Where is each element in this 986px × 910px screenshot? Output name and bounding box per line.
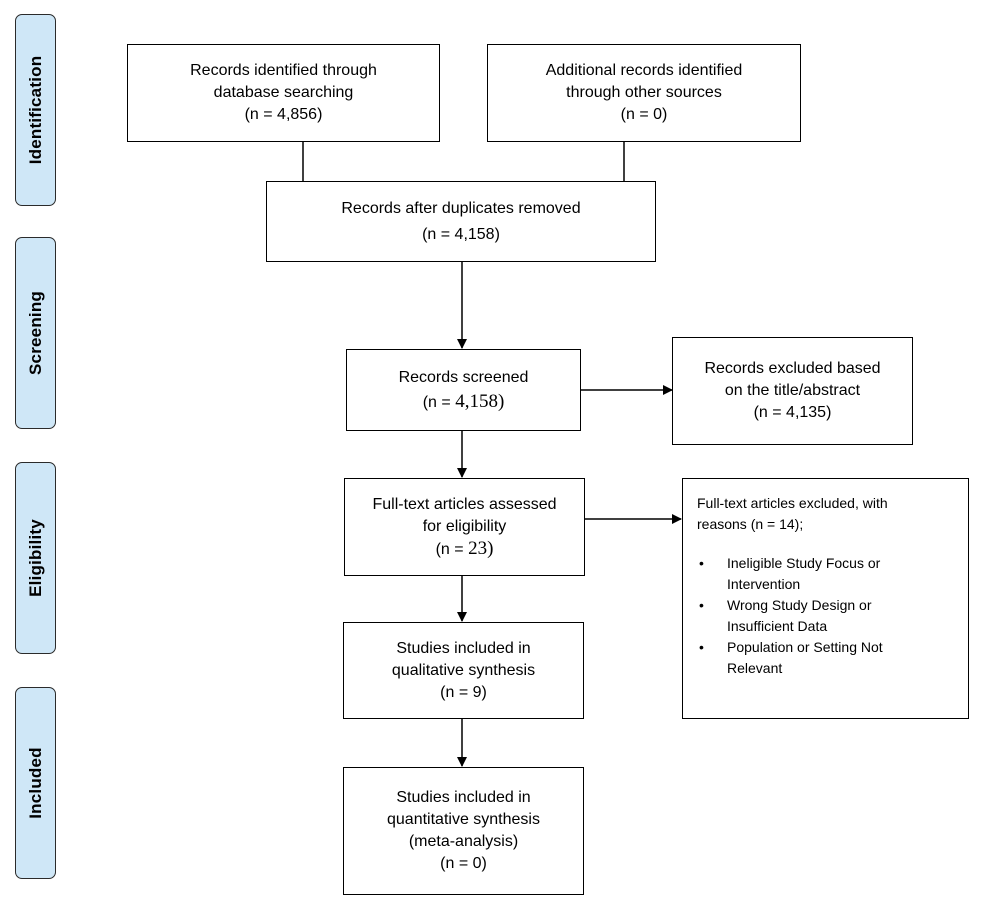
box-text: qualitative synthesis: [391, 661, 536, 679]
box-text: quantitative synthesis: [387, 811, 540, 828]
exclusion-reasons-list: • Ineligible Study Focus or Intervention…: [697, 553, 883, 679]
bullet: •: [699, 639, 704, 655]
box-text: Records excluded based: [704, 360, 881, 377]
box-fulltext-excluded: Full-text articles excluded, with reason…: [682, 478, 969, 719]
box-text: Records after duplicates removed: [341, 199, 581, 217]
box-count: (n = 4,158): [422, 225, 500, 243]
box-count: (n = 4,135): [753, 404, 832, 421]
list-item: • Wrong Study Design or Insufficient Dat…: [699, 595, 883, 637]
box-other-sources: Additional records identified through ot…: [487, 44, 801, 142]
box-count: (n = 23): [436, 538, 494, 561]
box-text: Studies included in: [396, 789, 531, 806]
box-qualitative-synthesis: Studies included in qualitative synthesi…: [343, 622, 584, 719]
box-text: Full-text articles assessed: [372, 495, 557, 513]
count-value: 23): [468, 537, 494, 559]
box-text: Additional records identified: [545, 62, 743, 79]
box-count: (n = 4,856): [244, 106, 323, 123]
reason-text: Intervention: [727, 576, 801, 592]
box-count: (n = 4,158): [423, 391, 505, 414]
bullet: •: [699, 597, 704, 613]
box-fulltext-assessed: Full-text articles assessed for eligibil…: [344, 478, 585, 576]
box-text: Records identified through: [190, 62, 377, 79]
list-item: • Population or Setting Not Relevant: [699, 637, 883, 679]
box-text: Full-text articles excluded, with: [697, 495, 888, 511]
box-quantitative-synthesis: Studies included in quantitative synthes…: [343, 767, 584, 895]
box-records-screened: Records screened (n = 4,158): [346, 349, 581, 431]
reason-text: Relevant: [727, 660, 783, 676]
reason-text: Ineligible Study Focus or: [727, 555, 881, 571]
box-text: database searching: [213, 84, 354, 101]
list-item: • Ineligible Study Focus or Intervention: [699, 553, 883, 595]
box-text: Records screened: [398, 368, 529, 386]
bullet: •: [699, 555, 704, 571]
stage-eligibility: Eligibility: [15, 462, 56, 654]
box-text: for eligibility: [422, 517, 507, 535]
box-text: on the title/abstract: [724, 382, 861, 399]
count-value: 4,158): [455, 390, 505, 412]
stage-screening: Screening: [15, 237, 56, 429]
box-count: (n = 0): [440, 855, 487, 872]
reason-text: Wrong Study Design or: [727, 597, 872, 613]
box-text: reasons (n = 14);: [697, 516, 804, 532]
reason-text: Insufficient Data: [727, 618, 828, 634]
box-duplicates-removed: Records after duplicates removed (n = 4,…: [266, 181, 656, 262]
box-count: (n = 0): [620, 106, 668, 123]
stage-identification: Identification: [15, 14, 56, 206]
box-text: through other sources: [566, 84, 722, 101]
box-database-search: Records identified through database sear…: [127, 44, 440, 142]
count-prefix: (n =: [422, 393, 456, 411]
box-text: (meta-analysis): [408, 833, 519, 850]
stage-included: Included: [15, 687, 56, 879]
box-text: Studies included in: [396, 639, 531, 657]
count-prefix: (n =: [435, 540, 469, 558]
box-excluded-title-abstract: Records excluded based on the title/abst…: [672, 337, 913, 445]
reason-text: Population or Setting Not: [727, 639, 883, 655]
box-count: (n = 9): [440, 683, 487, 701]
